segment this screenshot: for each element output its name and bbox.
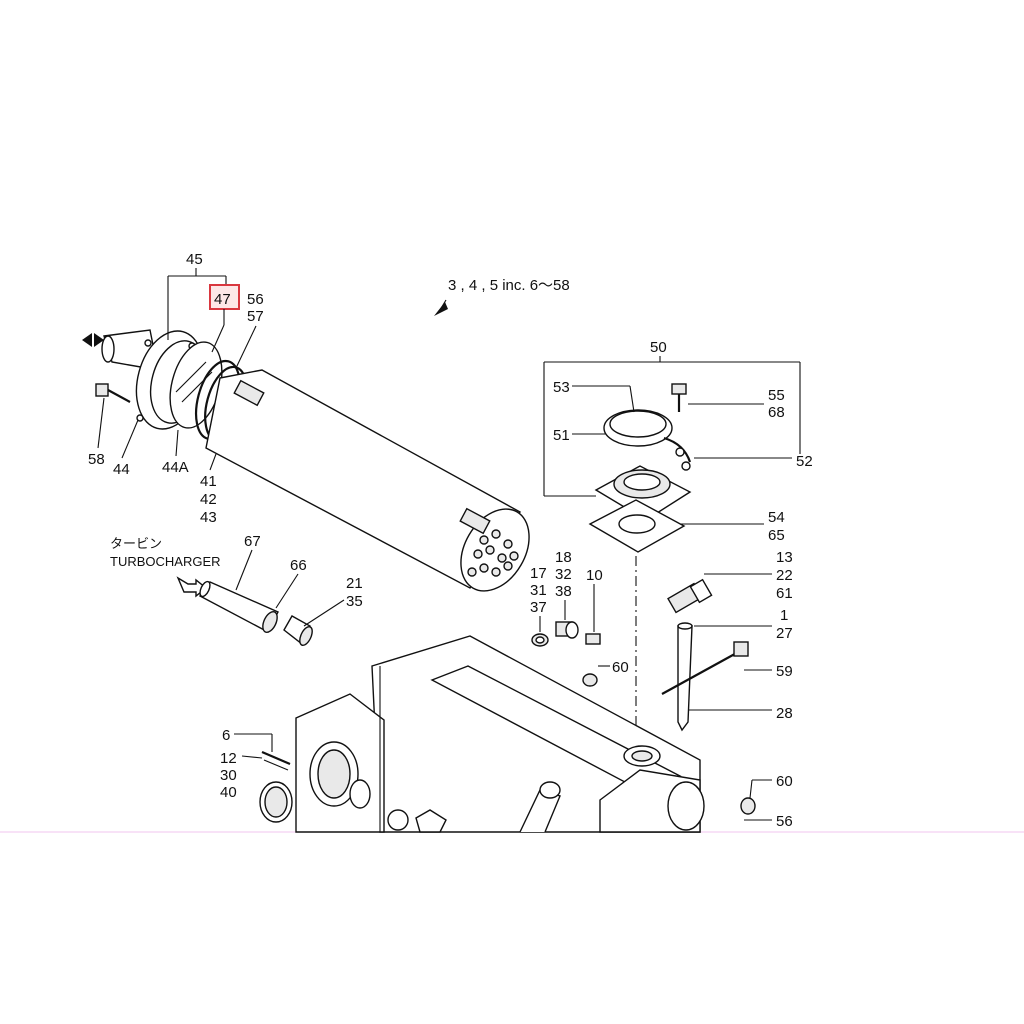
- label-55: 55: [768, 387, 785, 404]
- label-37: 37: [530, 599, 547, 616]
- turbo-label-jp: タービン: [110, 536, 162, 551]
- label-65: 65: [768, 527, 785, 544]
- label-52: 52: [796, 453, 813, 470]
- label-68: 68: [768, 404, 785, 421]
- label-18: 18: [555, 549, 572, 566]
- label-32: 32: [555, 566, 572, 583]
- nut-part: [740, 797, 756, 815]
- label-6: 6: [222, 727, 230, 744]
- label-21: 21: [346, 575, 363, 592]
- label-35: 35: [346, 593, 363, 610]
- label-66: 66: [290, 557, 307, 574]
- sensor-fitting: [661, 578, 749, 732]
- label-56: 56: [247, 291, 264, 308]
- label-44: 44: [113, 461, 130, 478]
- label-53: 53: [553, 379, 570, 396]
- label-13: 13: [776, 549, 793, 566]
- label-28: 28: [776, 705, 793, 722]
- cover-assembly: [588, 383, 692, 553]
- stud-and-ring: [259, 750, 293, 823]
- label-45: 45: [186, 251, 203, 268]
- label-58: 58: [88, 451, 105, 468]
- label-67: 67: [244, 533, 261, 550]
- label-12: 12: [220, 750, 237, 767]
- label-1: 1: [780, 607, 788, 624]
- label-43: 43: [200, 509, 217, 526]
- manifold-body: [295, 635, 705, 833]
- small-fittings: [531, 621, 601, 687]
- connector-pipes: [198, 580, 313, 647]
- label-40: 40: [220, 784, 237, 801]
- label-50: 50: [650, 339, 667, 356]
- label-59: 59: [776, 663, 793, 680]
- label-30: 30: [220, 767, 237, 784]
- label-41: 41: [200, 473, 217, 490]
- section-note: 3 , 4 , 5 inc. 6～58: [448, 277, 570, 294]
- cooler-tube: [205, 369, 530, 592]
- label-10: 10: [586, 567, 603, 584]
- cooler-end-cover: [82, 329, 248, 443]
- label-57: 57: [247, 308, 264, 325]
- flow-arrow-icon: [82, 333, 92, 347]
- label-22: 22: [776, 567, 793, 584]
- label-38: 38: [555, 583, 572, 600]
- label-42: 42: [200, 491, 217, 508]
- highlight-box-47: [209, 284, 240, 310]
- label-51: 51: [553, 427, 570, 444]
- label-31: 31: [530, 582, 547, 599]
- label-47: 47: [214, 291, 231, 308]
- label-54: 54: [768, 509, 785, 526]
- label-56b: 56: [776, 813, 793, 830]
- turbo-label-en: TURBOCHARGER: [110, 554, 221, 569]
- label-44a: 44A: [162, 459, 189, 476]
- label-60: 60: [612, 659, 629, 676]
- label-61: 61: [776, 585, 793, 602]
- label-60b: 60: [776, 773, 793, 790]
- label-27: 27: [776, 625, 793, 642]
- label-17: 17: [530, 565, 547, 582]
